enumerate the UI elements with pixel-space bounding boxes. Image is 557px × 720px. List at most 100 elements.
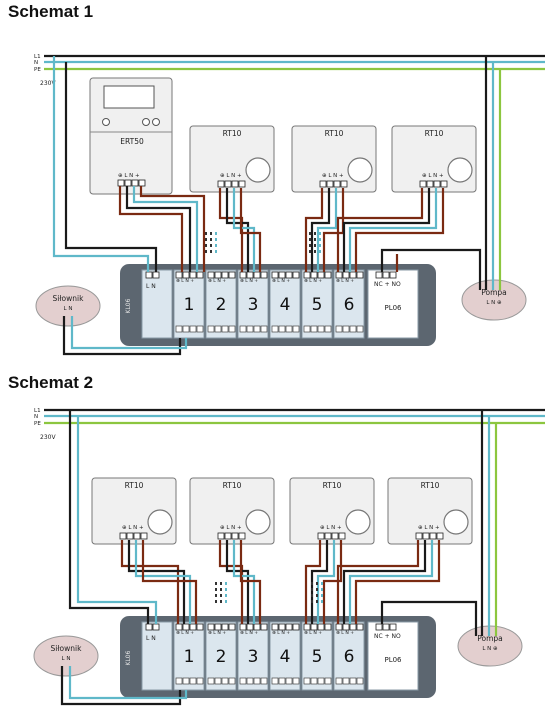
- master-to-zone-1: [118, 186, 184, 272]
- zone-output-terminal: [342, 677, 350, 685]
- terminal-screw: [145, 271, 153, 279]
- thermostat-2-to-zone: [218, 540, 244, 624]
- thermostat-knob-3: [447, 157, 473, 183]
- relay-terminal-label: NC + NO: [374, 281, 401, 288]
- zone-output-terminal: [285, 677, 293, 685]
- zone-terminal-label-3: ⊕ L N +: [240, 630, 258, 636]
- bus-label-pe: PE: [34, 421, 41, 427]
- bus-label-n: N: [34, 414, 38, 420]
- thermostat-4-to-zone: [342, 540, 427, 624]
- zone-input-terminal: [175, 271, 183, 279]
- terminal-screw: [217, 180, 225, 188]
- zone-input-terminal: [207, 271, 215, 279]
- zone-output-terminal: [207, 677, 215, 685]
- zone-input-terminal: [278, 623, 286, 631]
- zone-output-terminal: [335, 677, 343, 685]
- zone-output-terminal: [221, 325, 229, 333]
- terminal-screw: [419, 180, 427, 188]
- zone-input-terminal: [356, 623, 364, 631]
- strip-model-label: KL06: [125, 650, 132, 665]
- zone-output-terminal: [278, 325, 286, 333]
- terminal-screw: [340, 180, 348, 188]
- zone-input-terminal: [285, 623, 293, 631]
- zone-input-terminal: [228, 271, 236, 279]
- zone-input-terminal: [253, 271, 261, 279]
- zone-number-4: 4: [280, 647, 291, 667]
- thermostat-2-to-zone: [239, 540, 262, 624]
- zone-output-terminal: [292, 677, 300, 685]
- master-to-zone-1: [125, 186, 192, 272]
- thermostat-1-to-zone: [239, 188, 262, 272]
- terminal-screw: [238, 180, 246, 188]
- terminal-screw: [422, 532, 430, 540]
- zone-output-terminal: [196, 677, 204, 685]
- master-button: [152, 118, 160, 126]
- thermostat-knob-2: [245, 509, 271, 535]
- thermostat-1-to-zone: [232, 188, 256, 272]
- pump-label: Pompa: [477, 634, 503, 643]
- thermostat-1-to-zone: [127, 540, 186, 624]
- actuator-terminal-label: L N: [64, 306, 73, 312]
- zone-input-terminal: [246, 271, 254, 279]
- voltage-label: 230V: [40, 434, 56, 441]
- terminal-screw: [375, 623, 383, 631]
- thermostat-3-to-zone: [354, 188, 445, 272]
- schemat-2-title: Schemat 2: [8, 373, 94, 392]
- zone-output-terminal: [196, 325, 204, 333]
- thermostat-terminal-label-1: ⊕ L N +: [220, 173, 242, 179]
- terminal-screw: [124, 179, 132, 187]
- zone-output-terminal: [271, 677, 279, 685]
- zone-output-terminal: [228, 677, 236, 685]
- power-module: [141, 621, 173, 691]
- thermostat-terminal-label-4: ⊕ L N +: [418, 525, 440, 531]
- actuator-n: [68, 666, 188, 700]
- zone-input-terminal: [182, 271, 190, 279]
- schemat-1-title: Schemat 1: [8, 2, 94, 21]
- thermostat-label-1: RT10: [125, 481, 144, 490]
- terminal-screw: [326, 180, 334, 188]
- pump-label: Pompa: [481, 288, 507, 297]
- zone-output-terminal: [239, 677, 247, 685]
- zone-output-terminal: [182, 677, 190, 685]
- zone-output-terminal: [207, 325, 215, 333]
- terminal-screw: [382, 623, 390, 631]
- zone-input-terminal: [278, 271, 286, 279]
- zone-number-3: 3: [248, 647, 259, 667]
- zone-output-terminal: [278, 677, 286, 685]
- zone-input-terminal: [303, 271, 311, 279]
- zone-input-terminal: [207, 623, 215, 631]
- thermostat-1-to-zone: [218, 188, 244, 272]
- thermostat-2-to-zone: [304, 188, 324, 272]
- thermostat-3-to-zone: [304, 540, 322, 624]
- terminal-screw: [133, 532, 141, 540]
- zone-input-terminal: [239, 271, 247, 279]
- zone-input-terminal: [317, 623, 325, 631]
- thermostat-3-to-zone: [348, 188, 438, 272]
- zone-terminal-label-2: ⊕ L N +: [208, 630, 226, 636]
- zone-output-terminal: [214, 325, 222, 333]
- zone-terminal-label-5: ⊕ L N +: [304, 630, 322, 636]
- relay-label: PL06: [384, 656, 402, 664]
- zone-input-terminal: [196, 623, 204, 631]
- thermostat-knob-3: [345, 509, 371, 535]
- zone-input-terminal: [324, 271, 332, 279]
- zone-number-2: 2: [216, 295, 227, 315]
- relay-to-pump: [380, 600, 478, 636]
- zone-input-terminal: [196, 271, 204, 279]
- zone-output-terminal: [342, 325, 350, 333]
- terminal-screw: [389, 271, 397, 279]
- power-l-feed: [68, 410, 150, 624]
- zone-number-6: 6: [344, 295, 355, 315]
- zone-input-terminal: [324, 623, 332, 631]
- zone-input-terminal: [335, 271, 343, 279]
- zone-output-terminal: [303, 325, 311, 333]
- zone-terminal-label-4: ⊕ L N +: [272, 278, 290, 284]
- thermostat-4-to-zone: [354, 540, 441, 624]
- thermostat-label-4: RT10: [421, 481, 440, 490]
- terminal-screw: [138, 179, 146, 187]
- zone-output-terminal: [303, 677, 311, 685]
- actuator: [33, 635, 99, 677]
- zone-terminal-label-3: ⊕ L N +: [240, 278, 258, 284]
